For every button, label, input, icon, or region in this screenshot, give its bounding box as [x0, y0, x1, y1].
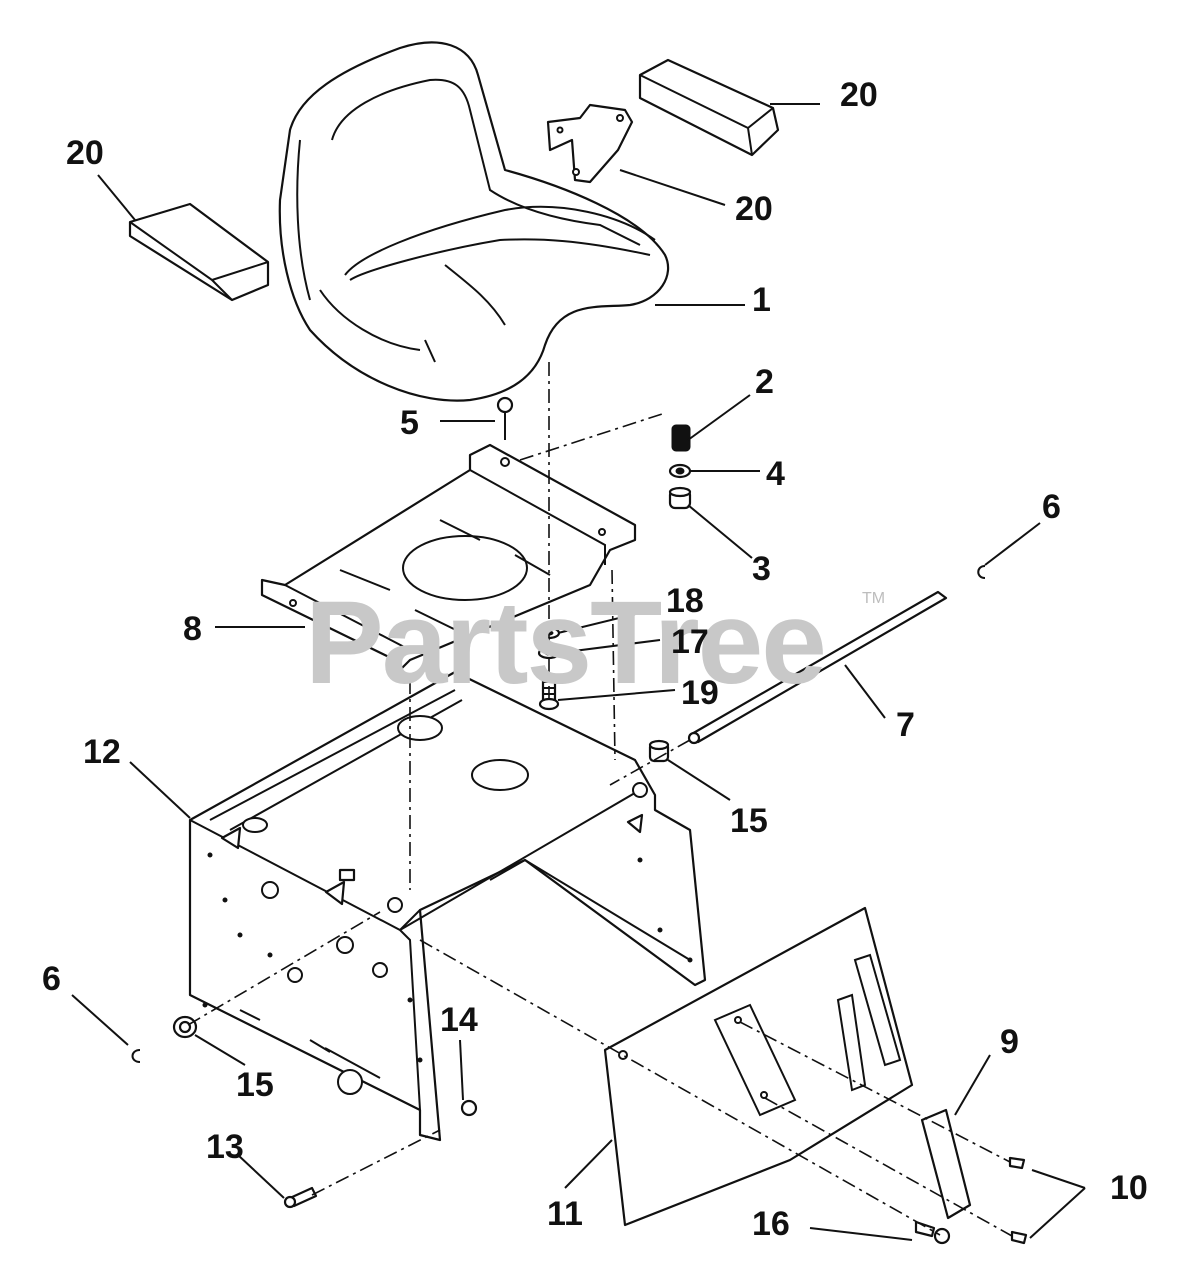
callout-15-upper: 15	[730, 802, 768, 840]
panel-part-11	[603, 906, 914, 1227]
clip-part-6-lower	[131, 1049, 141, 1063]
callout-20-right-pad: 20	[840, 76, 878, 114]
callout-19: 19	[681, 674, 719, 712]
callout-12: 12	[83, 733, 121, 771]
seat	[278, 41, 670, 402]
callout-9: 9	[1000, 1023, 1019, 1061]
callout-1: 1	[752, 281, 771, 319]
callout-8: 8	[183, 610, 202, 648]
callout-14: 14	[440, 1001, 478, 1039]
armrest-pad-left	[128, 202, 270, 302]
rod-part-7	[687, 590, 948, 745]
callout-17: 17	[671, 623, 709, 661]
bolt-part-5	[496, 396, 514, 440]
callout-10: 10	[1110, 1169, 1148, 1207]
nut-part-14	[460, 1099, 478, 1117]
spacer-part-3	[668, 486, 692, 510]
alignment-lines	[187, 362, 1013, 1237]
callout-5: 5	[400, 404, 419, 442]
screw-part-10-lower	[1010, 1230, 1028, 1245]
callout-4: 4	[766, 455, 785, 493]
spring-part-2	[671, 424, 691, 452]
seat-plate	[260, 443, 637, 677]
bushing-part-15-upper	[648, 739, 670, 763]
clip-part-6-upper	[977, 565, 986, 579]
callout-6-lower: 6	[42, 960, 61, 998]
bolt-part-13	[283, 1186, 318, 1209]
callout-2: 2	[755, 363, 774, 401]
screw-part-16	[914, 1220, 951, 1245]
trademark-symbol: TM	[862, 590, 886, 607]
nut-part-4	[668, 463, 692, 479]
bushing-part-15-lower	[172, 1015, 198, 1039]
bracket-part-9	[920, 1108, 972, 1220]
screw-part-10-upper	[1008, 1156, 1026, 1170]
callout-3: 3	[752, 550, 771, 588]
watermark: PartsTree	[305, 577, 827, 709]
callout-18: 18	[666, 582, 704, 620]
seat-frame	[188, 670, 707, 1142]
callout-11: 11	[547, 1195, 583, 1233]
callout-20-bracket: 20	[735, 190, 773, 228]
armrest-bracket	[546, 103, 634, 184]
armrest-pad-right	[638, 58, 780, 157]
callout-20-left: 20	[66, 134, 104, 172]
callout-7: 7	[896, 706, 915, 744]
callout-16: 16	[752, 1205, 790, 1243]
callout-15-lower: 15	[236, 1066, 274, 1104]
callout-6-upper: 6	[1042, 488, 1061, 526]
leader-lines	[71, 103, 1086, 1241]
callout-13: 13	[206, 1128, 244, 1166]
